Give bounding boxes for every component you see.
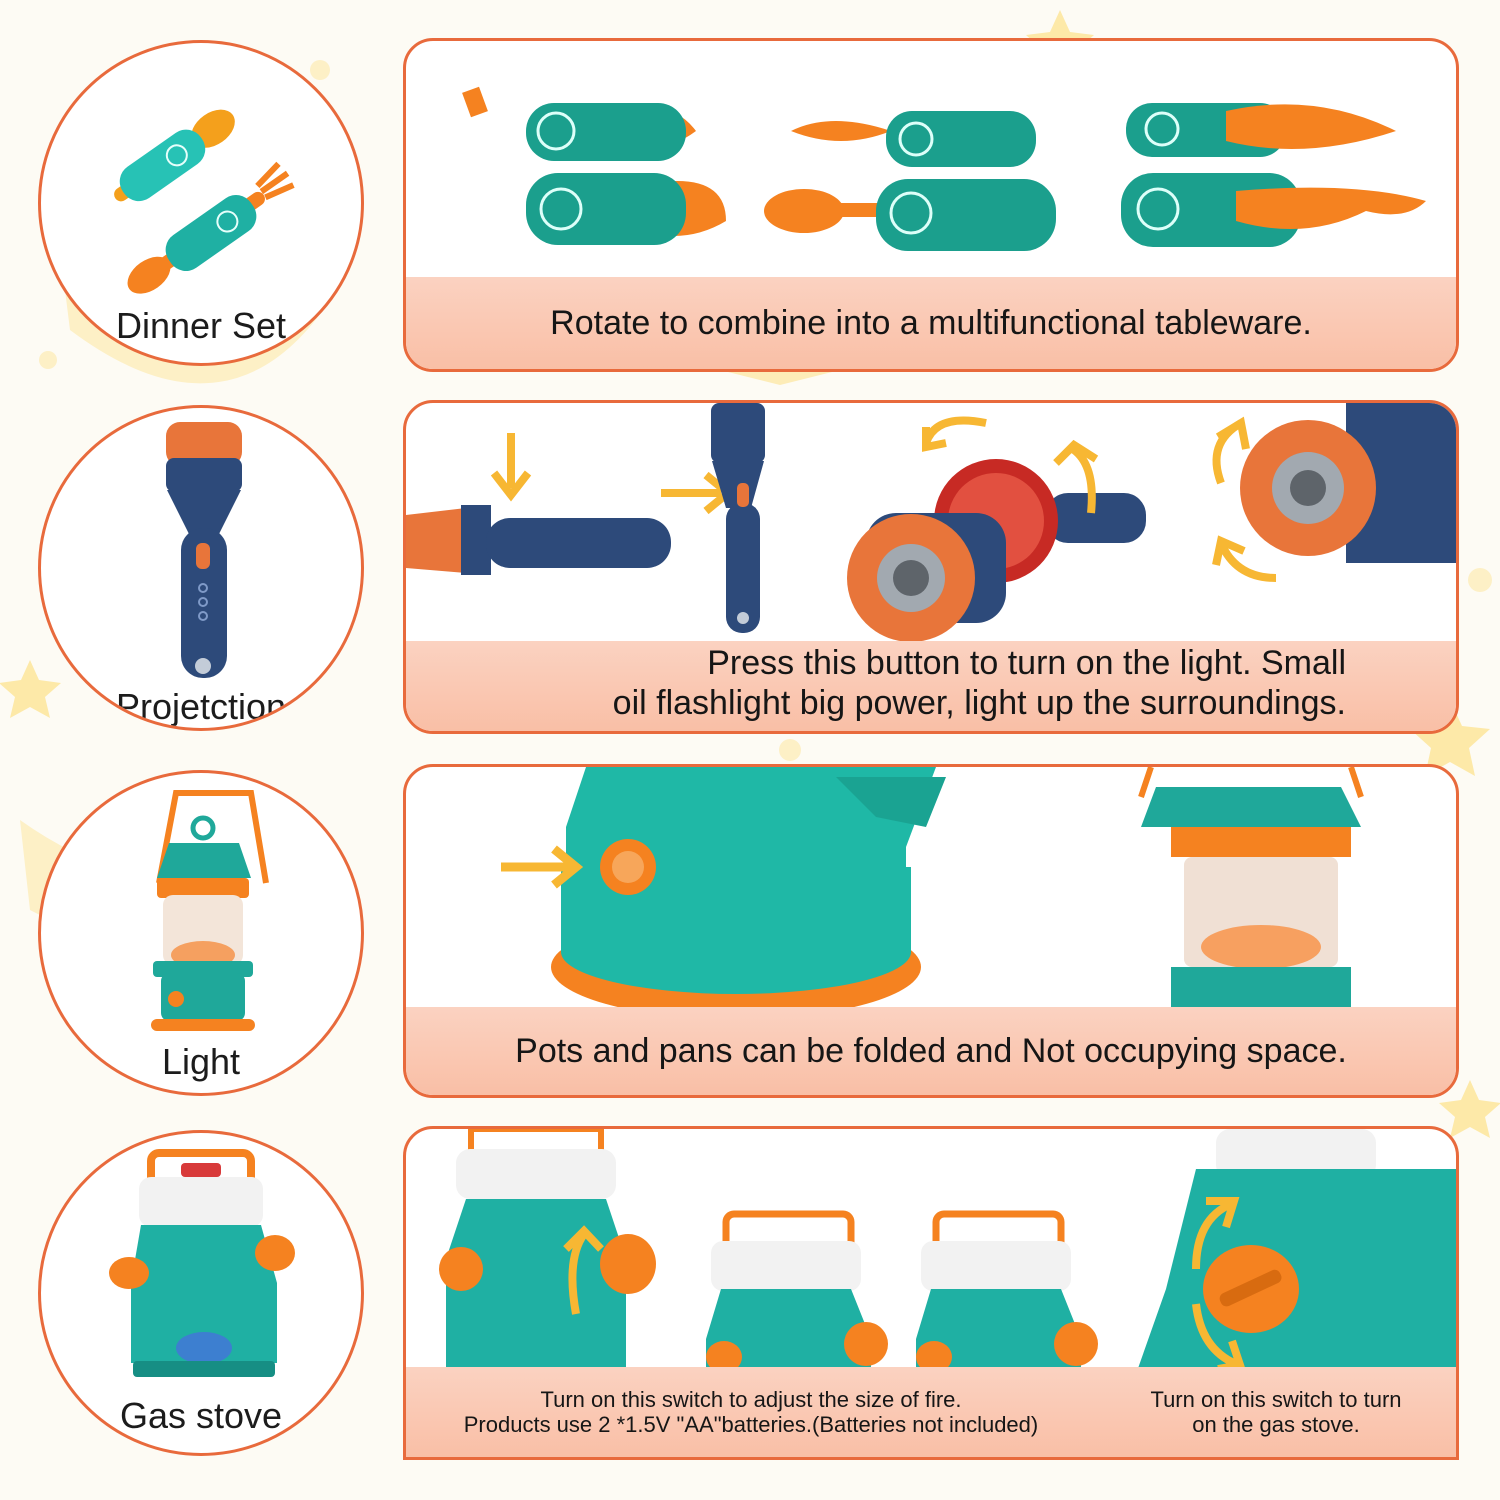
- caption-line: Products use 2 *1.5V "AA"batteries.(Batt…: [463, 1412, 1039, 1437]
- panel-caption: Press this button to turn on the light. …: [406, 641, 1456, 731]
- projection-circle: Projetction: [38, 405, 364, 731]
- gas-stove-panel: Turn on this switch to adjust the size o…: [403, 1126, 1459, 1460]
- rotate-arrow-icon: [1192, 1197, 1240, 1270]
- rotate-arrow-icon: [1053, 439, 1099, 514]
- rotate-arrow-icon: [1212, 535, 1277, 582]
- flashlight-steps-image: [406, 403, 1456, 642]
- projection-panel: Press this button to turn on the light. …: [403, 400, 1459, 734]
- projection-flashlight-image: [166, 422, 242, 678]
- lantern-image: [151, 790, 269, 1031]
- caption-line: oil flashlight big power, light up the s…: [612, 684, 1346, 722]
- section-label: Light: [161, 1041, 241, 1082]
- caption-line: Turn on this switch to turn: [1150, 1387, 1402, 1412]
- lantern-closeup-image: [501, 767, 1364, 1019]
- section-label: Gas stove: [119, 1395, 283, 1436]
- section-label: Projetction: [115, 686, 287, 727]
- dinner-set-panel: Rotate to combine into a multifunctional…: [403, 38, 1459, 372]
- panel-caption: Rotate to combine into a multifunctional…: [406, 277, 1456, 369]
- panel-caption: Turn on this switch to adjust the size o…: [406, 1367, 1456, 1457]
- light-circle: Light: [38, 770, 364, 1096]
- rotate-arrow-icon: [1212, 416, 1250, 485]
- arrow-icon: [501, 845, 584, 889]
- gas-stove-circle: Gas stove: [38, 1130, 364, 1456]
- caption-left: Turn on this switch to adjust the size o…: [406, 1367, 1096, 1457]
- tableware-combination-image: [462, 86, 1426, 251]
- arrow-icon: [563, 1225, 604, 1315]
- caption-line: on the gas stove.: [1192, 1412, 1360, 1437]
- section-label: Dinner Set: [115, 305, 287, 346]
- dinner-set-circle: Dinner Set: [38, 40, 364, 366]
- gas-stove-steps-image: [439, 1129, 1456, 1374]
- caption-line: Press this button to turn on the light. …: [707, 644, 1346, 682]
- panel-caption: Pots and pans can be folded and Not occu…: [406, 1007, 1456, 1095]
- caption-right: Turn on this switch to turn on the gas s…: [1096, 1367, 1456, 1457]
- dinner-set-image: [114, 109, 295, 294]
- arrow-icon: [490, 433, 532, 502]
- rotate-arrow-icon: [922, 416, 987, 452]
- light-panel: Pots and pans can be folded and Not occu…: [403, 764, 1459, 1098]
- gas-stove-image: [109, 1149, 295, 1377]
- caption-line: Turn on this switch to adjust the size o…: [540, 1387, 962, 1412]
